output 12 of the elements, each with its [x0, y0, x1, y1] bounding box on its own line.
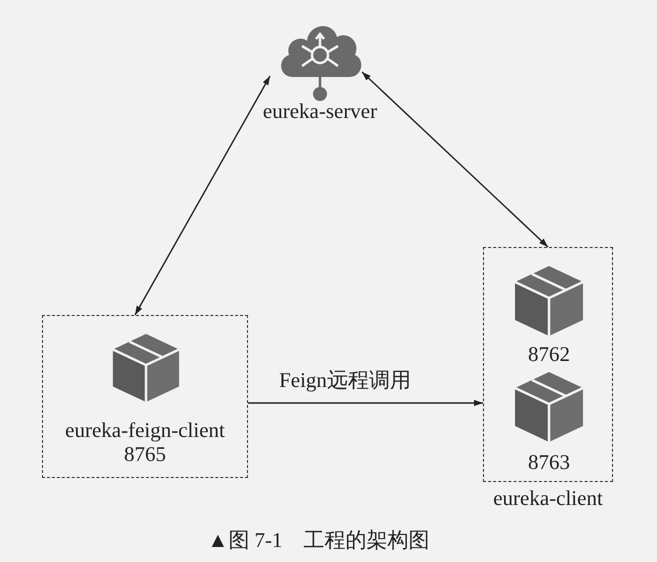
port-label: 8762: [527, 342, 571, 366]
arrow: [248, 400, 483, 406]
arrow: [362, 71, 548, 248]
port-label: 8763: [527, 450, 571, 474]
dashed-box: [42, 315, 248, 478]
node-label: eureka-feign-client: [64, 418, 226, 442]
port-label: 8765: [123, 442, 167, 466]
edge-label: Feign远程调用: [279, 368, 411, 392]
node-label: eureka-server: [262, 99, 378, 123]
arrow: [134, 76, 271, 316]
figure-caption: ▲图 7-1 工程的架构图: [207, 528, 430, 552]
node-label: eureka-client: [492, 486, 604, 510]
